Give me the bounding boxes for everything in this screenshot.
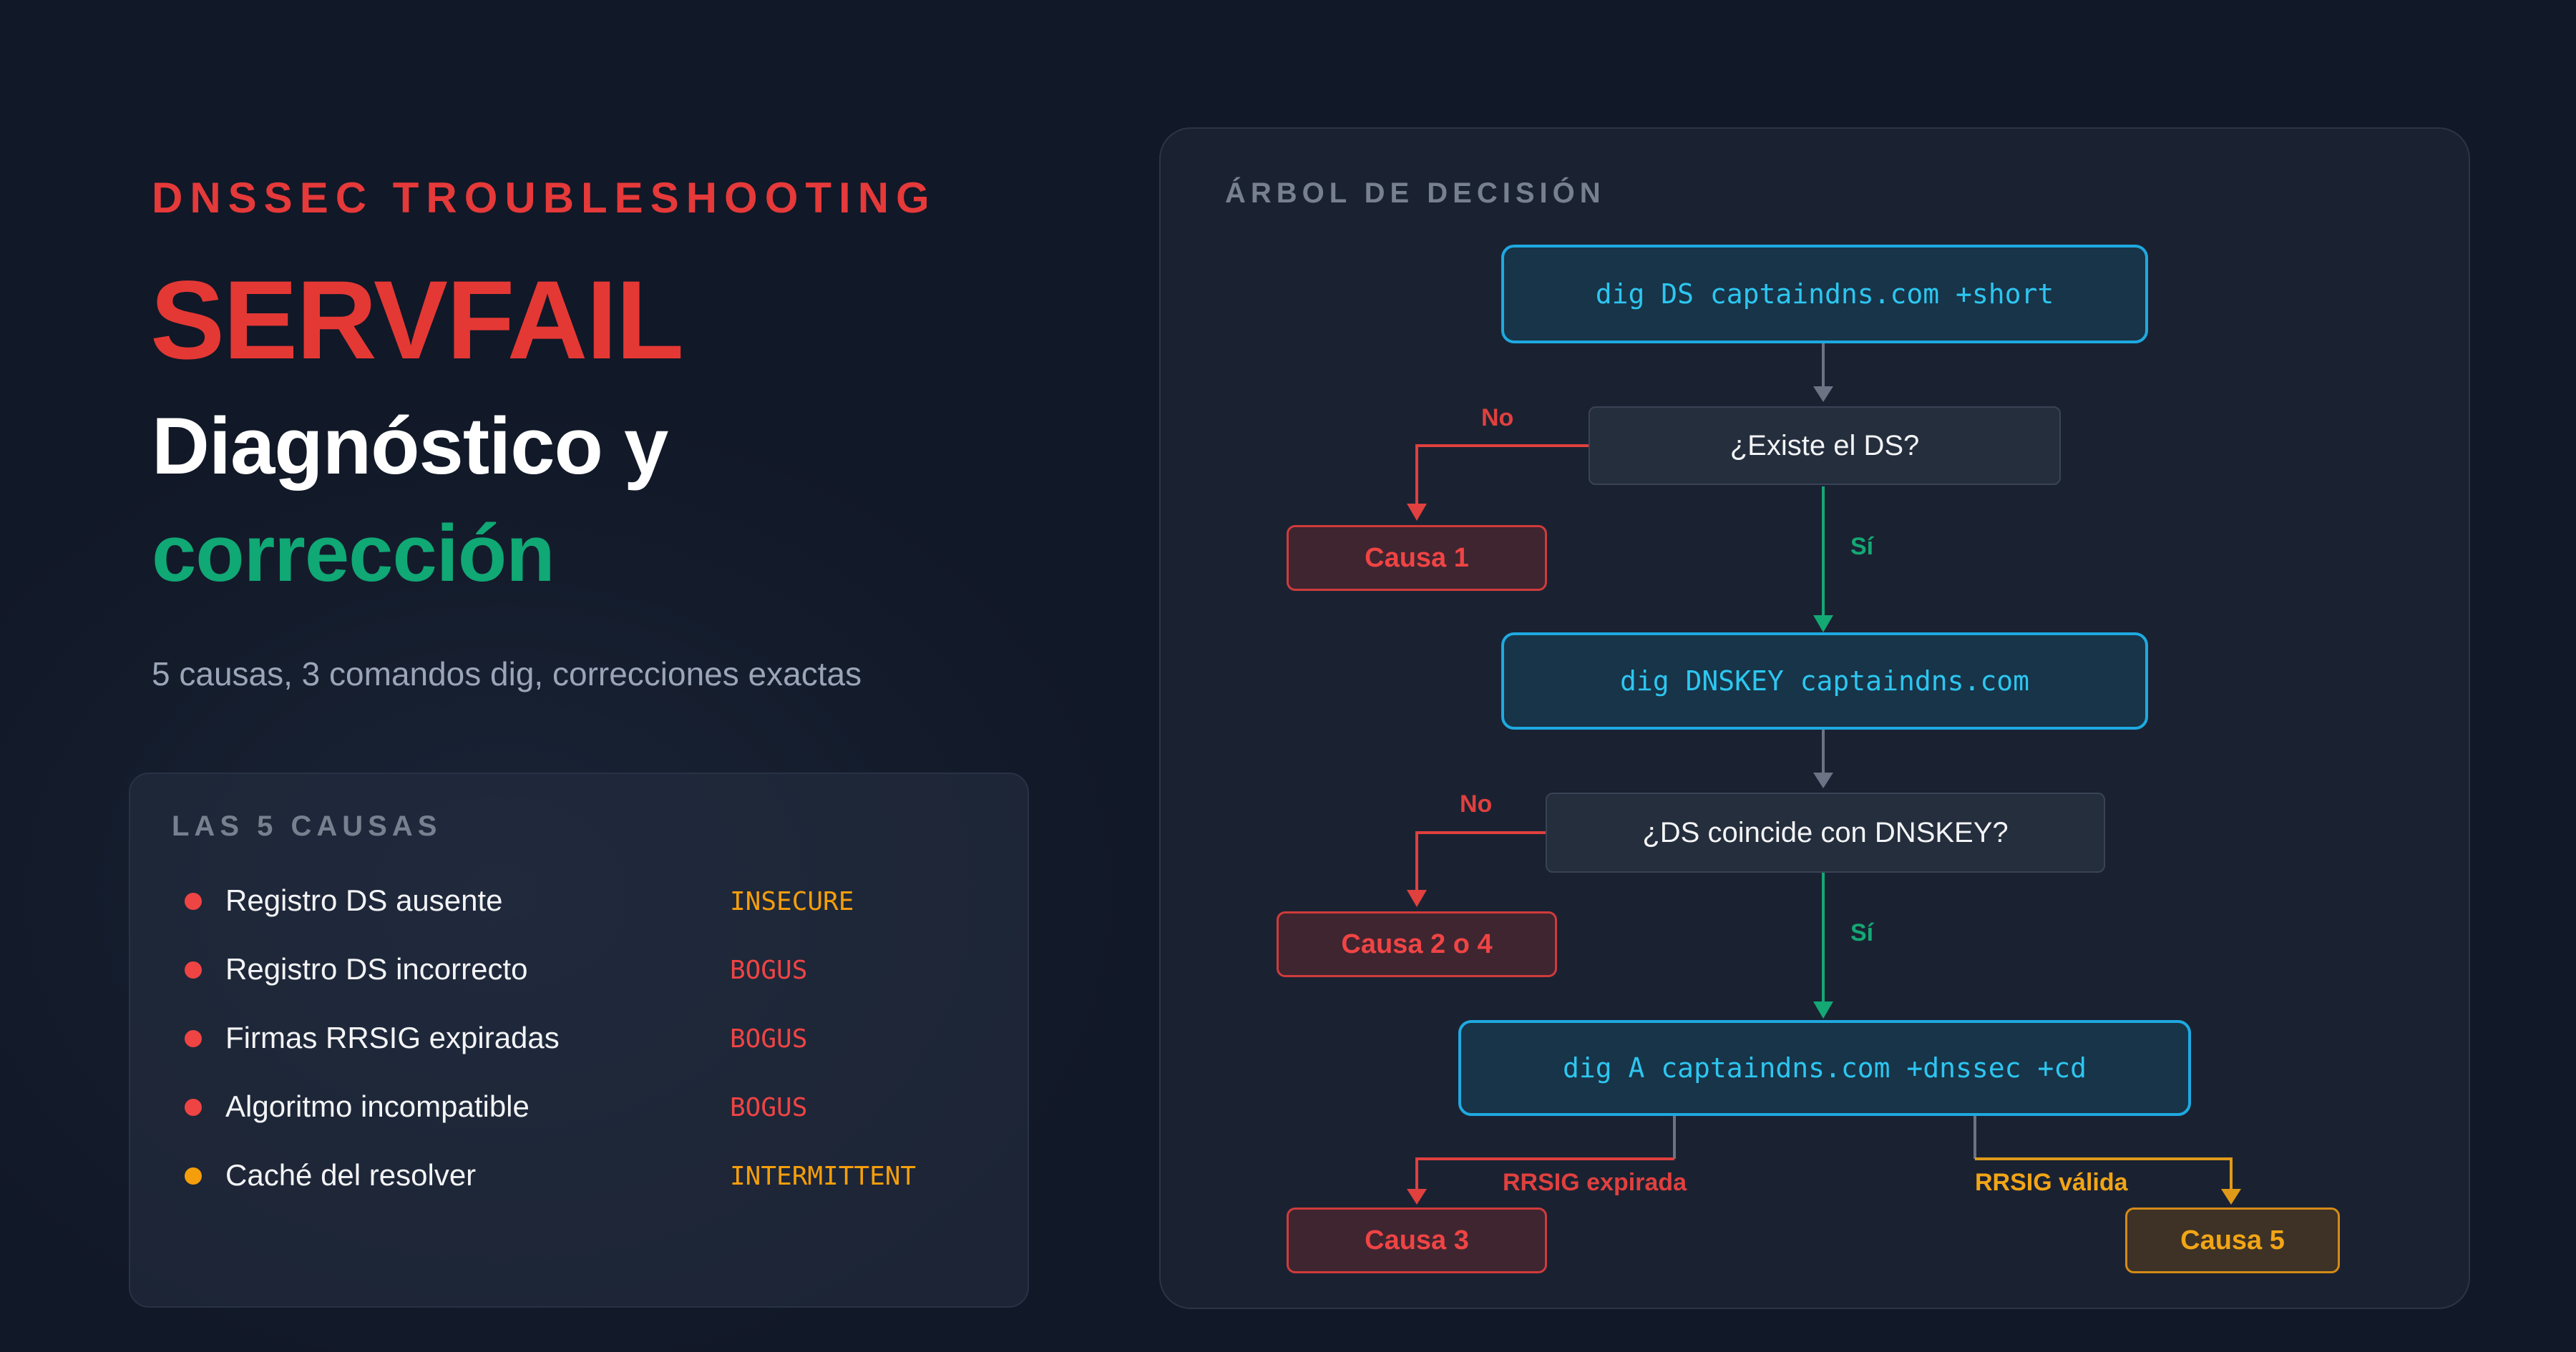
edge-label-no: No <box>1460 790 1493 818</box>
cause-status: BOGUS <box>730 1024 808 1054</box>
cause-label: Firmas RRSIG expiradas <box>225 1021 560 1054</box>
edge-label-rrsig-expired: RRSIG expirada <box>1503 1169 1687 1196</box>
cause-5-node: Causa 5 <box>2125 1208 2340 1273</box>
cause-label: Algoritmo incompatible <box>225 1089 530 1123</box>
cause-dot <box>185 1167 202 1185</box>
cause-status: BOGUS <box>730 956 808 985</box>
edge-label-no: No <box>1481 404 1514 431</box>
cause-label: Registro DS incorrecto <box>225 952 528 986</box>
cause-label: Registro DS ausente <box>225 883 503 917</box>
arrow-q2-no <box>1415 831 1546 896</box>
eyebrow-label: DNSSEC TROUBLESHOOTING <box>152 174 937 222</box>
arrow-cmd3-valid <box>1975 1157 2233 1193</box>
subtitle-line-2: corrección <box>152 509 555 598</box>
cause-1-node: Causa 1 <box>1287 525 1547 591</box>
edge-label-yes: Sí <box>1850 533 1874 560</box>
cause-status: BOGUS <box>730 1093 808 1122</box>
dig-ds-command: dig DS captaindns.com +short <box>1501 245 2148 343</box>
cause-status: INTERMITTENT <box>730 1162 917 1191</box>
causes-heading: LAS 5 CAUSAS <box>172 810 442 842</box>
edge-label-yes: Sí <box>1850 919 1874 946</box>
question-ds-exists: ¿Existe el DS? <box>1589 406 2061 485</box>
cause-dot <box>185 893 202 910</box>
decision-tree-heading: ÁRBOL DE DECISIÓN <box>1225 177 1606 209</box>
edge-label-rrsig-valid: RRSIG válida <box>1975 1169 2128 1196</box>
cause-dot <box>185 1099 202 1116</box>
subtitle-line-1: Diagnóstico y <box>152 401 668 491</box>
dig-a-dnssec-command: dig A captaindns.com +dnssec +cd <box>1458 1020 2191 1116</box>
cause-status: INSECURE <box>730 887 854 916</box>
dig-dnskey-command: dig DNSKEY captaindns.com <box>1501 632 2148 730</box>
tagline: 5 causas, 3 comandos dig, correcciones e… <box>152 655 862 692</box>
page-title: SERVFAIL <box>150 258 684 383</box>
arrow-q1-no <box>1415 444 1589 509</box>
cause-2-or-4-node: Causa 2 o 4 <box>1277 911 1557 977</box>
cause-dot <box>185 961 202 979</box>
causes-card <box>129 773 1029 1308</box>
cause-dot <box>185 1030 202 1047</box>
cause-3-node: Causa 3 <box>1287 1208 1547 1273</box>
cause-label: Caché del resolver <box>225 1158 477 1192</box>
question-ds-matches-dnskey: ¿DS coincide con DNSKEY? <box>1546 793 2105 873</box>
arrow-cmd3-expired <box>1415 1157 1674 1193</box>
